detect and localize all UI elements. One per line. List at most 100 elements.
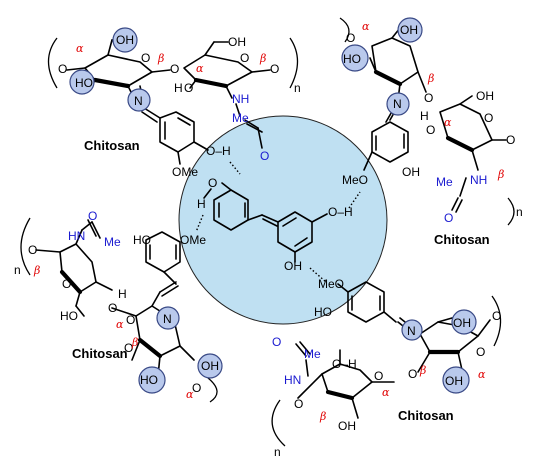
atom-me-tr: Me: [436, 175, 453, 189]
highlight-ho-top-right-2: [341, 44, 369, 72]
atom-n-sub-left: n: [14, 263, 21, 277]
greek-alpha-tr1: α: [362, 20, 370, 33]
atom-o-left-h: H: [118, 287, 127, 301]
atom-o-br-h: O–H: [332, 357, 357, 371]
atom-oh-left: OH: [201, 359, 219, 373]
greek-alpha-tr2: α: [444, 116, 452, 129]
hbond-1: [229, 161, 241, 175]
atom-o-left-chain: O: [28, 243, 37, 257]
atom-ho-tr: HO: [343, 52, 361, 66]
atom-ho-tl-ring2: H: [174, 81, 183, 95]
atom-oh-br3: OH: [338, 419, 356, 433]
atom-o-left-link: O: [126, 313, 135, 327]
atom-me-tl: Me: [232, 111, 249, 125]
atom-ome-left: OMe: [180, 233, 206, 247]
atom-oh-tr: OH: [400, 23, 418, 37]
atom-o-tl-aryl: O–H: [206, 144, 231, 158]
atom-ho-left-top: HO: [133, 233, 151, 247]
atom-o-tr-link: O: [424, 91, 433, 105]
atom-o-tl-ring2b: O: [184, 81, 193, 95]
atom-ho-left-mid: HO: [60, 309, 78, 323]
highlight-oh-left-1: [197, 353, 223, 379]
highlight-n-top-left: [127, 88, 151, 112]
atom-hn-left: HN: [68, 229, 85, 243]
atom-meo-br: MeO: [318, 277, 344, 291]
atom-o-br-end: O: [492, 309, 501, 323]
atom-o-tr-ring2: O: [484, 111, 493, 125]
highlight-oh-br-1: [451, 309, 477, 335]
atom-n-sub-br: n: [274, 445, 281, 459]
atom-ho-tl: HO: [75, 76, 93, 90]
atom-o-br-ring: O: [476, 345, 485, 359]
atom-o-br-ring2: O: [374, 369, 383, 383]
atom-n-tr: N: [393, 97, 402, 111]
atom-o-tr-end: O: [506, 133, 515, 147]
atom-meo-tr: MeO: [342, 173, 368, 187]
chitosan-unit-bottom-right: [271, 281, 502, 447]
greek-beta-tr2: β: [497, 168, 504, 181]
hbond-2: [195, 214, 204, 233]
atom-o-br-link: O: [408, 367, 417, 381]
atom-o-tl-link: O: [170, 62, 179, 76]
atom-o-tl-end: O: [270, 62, 279, 76]
chitosan-label-left: Chitosan: [72, 346, 128, 361]
atom-o-tr-chain: O: [346, 31, 355, 45]
greek-beta-tl2: β: [259, 52, 266, 65]
atom-o-left-end: O: [192, 381, 201, 395]
greek-beta-br1: β: [419, 364, 426, 377]
highlight-ho-top-left-2: [69, 69, 95, 95]
atom-o-br-chain: O: [294, 397, 303, 411]
atom-oh-tr2: OH: [476, 89, 494, 103]
atom-me-left: Me: [104, 235, 121, 249]
atom-oh-tr-aryl: OH: [402, 165, 420, 179]
highlight-ho-left-2: [138, 366, 166, 394]
atom-hn-br: HN: [284, 373, 301, 387]
atom-nh-tl: NH: [232, 92, 249, 106]
greek-beta-tl1: β: [157, 52, 164, 65]
atom-o-tl-ring2: O: [240, 51, 249, 65]
atom-o-left-b: O: [108, 301, 117, 315]
greek-alpha-br1: α: [478, 368, 486, 381]
resveratrol-o-left: O: [208, 176, 217, 190]
atom-o-tl-chain: O: [58, 62, 67, 76]
highlight-n-br: [401, 319, 423, 341]
atom-o-tl-ring1: O: [141, 51, 150, 65]
hbond-3: [348, 191, 361, 209]
atom-o-left-acetyl: O: [88, 209, 97, 223]
atom-o-br-acetyl: O: [272, 335, 281, 349]
chitosan-unit-top-right: [339, 17, 515, 226]
atom-n-left: N: [163, 312, 172, 326]
atom-n-br: N: [407, 324, 416, 338]
atom-oh-tl: OH: [116, 33, 134, 47]
resveratrol-structure: [213, 182, 328, 263]
highlight-oh-br-2: [442, 366, 470, 394]
greek-beta-left2: β: [131, 336, 138, 349]
resveratrol-oh-right: O–H: [328, 205, 353, 219]
atom-ho-br: HO: [314, 305, 332, 319]
atom-n-tl: N: [134, 94, 143, 108]
atom-oh-br: OH: [453, 316, 471, 330]
atom-n-sub-tl: n: [294, 81, 301, 95]
chitosan-unit-left: [20, 217, 218, 403]
resveratrol-oh-bottom: OH: [284, 259, 302, 273]
greek-beta-br2: β: [319, 410, 326, 423]
atom-n-sub-tr: n: [516, 205, 523, 219]
atom-o-tr-acetyl: O: [444, 211, 453, 225]
chitosan-label-bottom-right: Chitosan: [398, 408, 454, 423]
chitosan-unit-top-left: [47, 37, 299, 165]
greek-alpha-tl2: α: [196, 62, 204, 75]
atom-ho-left: HO: [140, 373, 158, 387]
atom-oh-br2: OH: [445, 374, 463, 388]
atom-ome-tl: OMe: [172, 165, 198, 179]
atom-nh-tr: NH: [470, 173, 487, 187]
chitosan-label-top-right: Chitosan: [434, 232, 490, 247]
greek-alpha-left1: α: [116, 318, 124, 331]
atom-o-left-ring2: O: [124, 341, 133, 355]
highlight-oh-top-right-1: [397, 17, 423, 43]
highlight-oh-top-left-1: [112, 27, 138, 53]
resveratrol-h-left: H: [197, 197, 206, 211]
greek-beta-left1: β: [33, 264, 40, 277]
atom-ho-tr-h: H: [420, 109, 429, 123]
atom-o-tl-acetyl: O: [260, 149, 269, 163]
